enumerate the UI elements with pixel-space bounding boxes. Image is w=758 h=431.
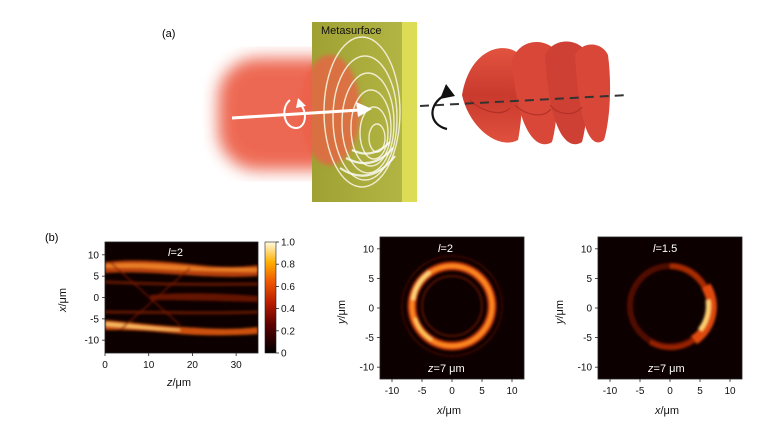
x-tick-label: 10 xyxy=(143,360,155,371)
metasurface-ring-highlights xyxy=(339,141,396,177)
x-tick-label: -5 xyxy=(636,386,645,397)
chart-2-intensity xyxy=(401,255,503,357)
chart-2-x-ticks: -10 -5 0 5 10 xyxy=(385,379,518,397)
y-tick-label: -10 xyxy=(85,336,100,347)
substrate xyxy=(402,22,417,202)
x-tick-label: 10 xyxy=(724,386,736,397)
chart-1-ylabel: x/μm xyxy=(57,288,69,313)
metasurface-label: Metasurface xyxy=(321,25,382,37)
chart-3-intensity xyxy=(627,263,717,351)
colorbar xyxy=(264,241,277,354)
optical-axis xyxy=(419,94,629,107)
x-tick-label: 0 xyxy=(667,386,673,397)
y-tick-label: 5 xyxy=(586,274,592,285)
y-tick-label: -5 xyxy=(583,333,592,344)
colorbar-tick-label: 0 xyxy=(281,349,287,360)
colorbar-tick-label: 1.0 xyxy=(281,238,295,249)
y-tick-label: -10 xyxy=(360,363,375,374)
y-tick-label: 10 xyxy=(88,250,100,261)
helical-wavefront xyxy=(462,41,611,145)
y-tick-label: 5 xyxy=(93,272,99,283)
chart-3-y-ticks: 10 5 0 -5 -10 xyxy=(578,244,598,374)
chart-3-ylabel: y/μm xyxy=(554,300,566,325)
chart-1-xlabel: z/μm xyxy=(166,377,191,389)
y-tick-label: 0 xyxy=(368,304,374,315)
chart-3: l=1.5 z=7 μm -10 -5 0 5 10 10 5 0 -5 -10 x/μm y/… xyxy=(554,236,743,417)
rotation-arrow xyxy=(431,84,455,131)
colorbar-ticks: 1.0 0.8 0.6 0.4 0.2 0 xyxy=(276,238,295,360)
colorbar-tick-label: 0.6 xyxy=(281,282,295,293)
x-tick-label: -5 xyxy=(418,386,427,397)
propagation-arrow xyxy=(231,98,372,130)
colorbar-tick-label: 0.2 xyxy=(281,326,295,337)
y-tick-label: -5 xyxy=(365,333,374,344)
chart-2-xlabel: x/μm xyxy=(436,405,461,417)
y-tick-label: 10 xyxy=(581,244,593,255)
x-tick-label: 5 xyxy=(697,386,703,397)
chart-1: l=2 0 10 20 30 10 5 0 -5 -10 z/μm x/μm 1.0 0.8 0.… xyxy=(57,238,295,390)
chart-2-y-ticks: 10 5 0 -5 -10 xyxy=(360,244,380,374)
x-tick-label: 0 xyxy=(102,360,108,371)
y-tick-label: 10 xyxy=(363,244,375,255)
chart-1-y-ticks: 10 5 0 -5 -10 xyxy=(85,250,105,347)
colorbar-tick-label: 0.4 xyxy=(281,304,295,315)
y-tick-label: 0 xyxy=(93,293,99,304)
y-tick-label: 5 xyxy=(368,274,374,285)
chart-1-x-ticks: 0 10 20 30 xyxy=(102,353,242,371)
chart-1-annotation: l=2 xyxy=(168,247,183,259)
x-tick-label: 0 xyxy=(449,386,455,397)
chart-2-annotation-l: l=2 xyxy=(438,243,453,255)
x-tick-label: 20 xyxy=(187,360,199,371)
chart-3-plot-area xyxy=(598,237,742,379)
x-tick-label: 5 xyxy=(479,386,485,397)
x-tick-label: -10 xyxy=(603,386,618,397)
x-tick-label: 10 xyxy=(506,386,518,397)
chart-1-intensity xyxy=(105,260,258,336)
chart-3-x-ticks: -10 -5 0 5 10 xyxy=(603,379,736,397)
panel-a-label: (a) xyxy=(162,28,175,40)
y-tick-label: -10 xyxy=(578,363,593,374)
x-tick-label: -10 xyxy=(385,386,400,397)
chart-2: l=2 z=7 μm -10 -5 0 5 10 10 5 0 -5 -10 x/μm y/μm xyxy=(336,236,525,417)
chart-3-annotation-l: l=1.5 xyxy=(653,243,677,255)
chart-3-xlabel: x/μm xyxy=(654,405,679,417)
chart-2-annotation-z: z=7 μm xyxy=(427,363,465,375)
x-tick-label: 30 xyxy=(231,360,243,371)
y-tick-label: 0 xyxy=(586,304,592,315)
chart-2-ylabel: y/μm xyxy=(336,300,348,325)
panel-b-label: (b) xyxy=(45,232,58,244)
colorbar-tick-label: 0.8 xyxy=(281,260,295,271)
y-tick-label: -5 xyxy=(90,314,99,325)
chart-3-annotation-z: z=7 μm xyxy=(647,363,685,375)
